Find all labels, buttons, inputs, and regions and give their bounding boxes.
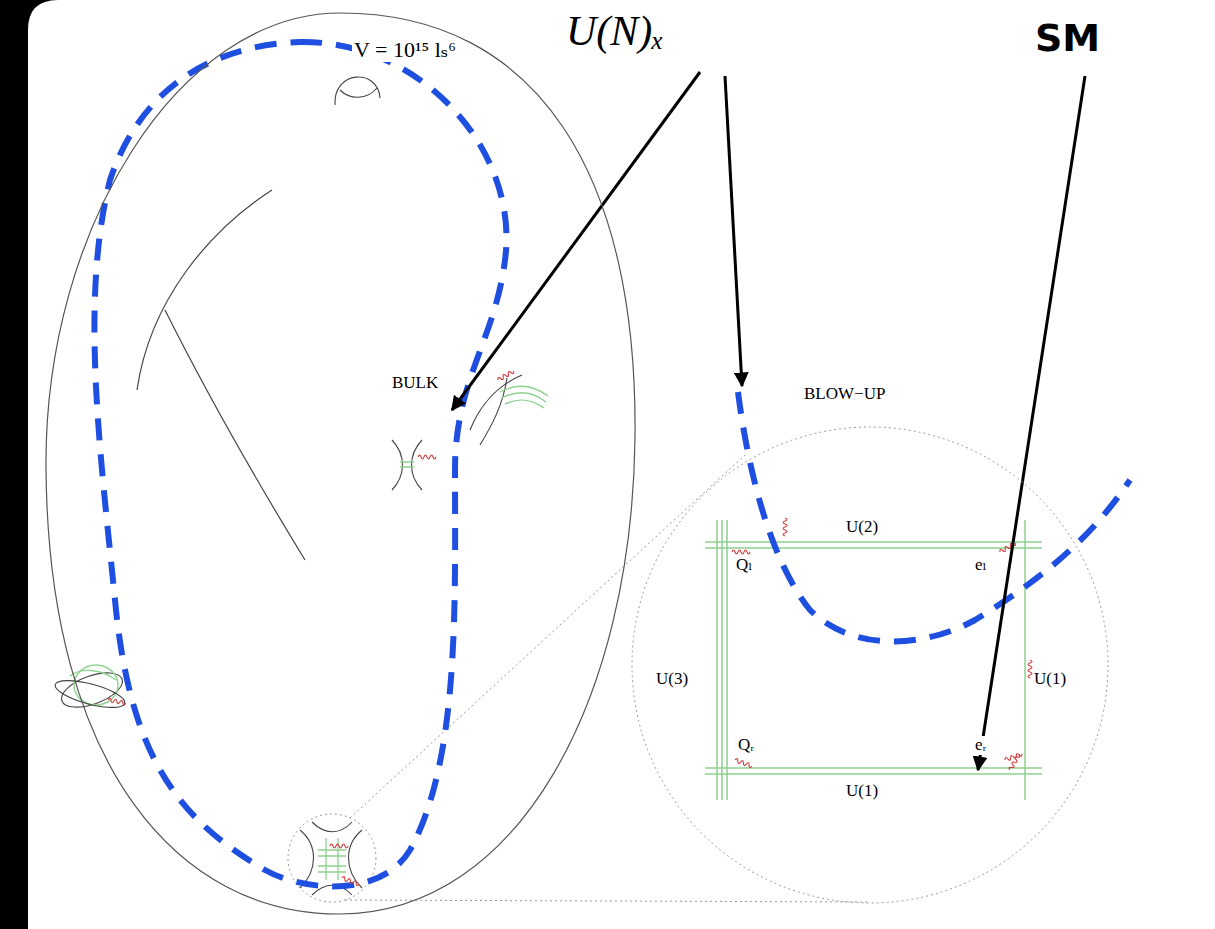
- bulk-curve: [137, 190, 272, 390]
- open-string: [732, 550, 750, 554]
- field-label: eᵣ: [975, 736, 986, 755]
- bulk-curve: [165, 310, 305, 560]
- open-string: [108, 698, 126, 705]
- u3-brane: [717, 520, 727, 800]
- open-string: [497, 369, 515, 381]
- pointer-arrow: [725, 76, 742, 386]
- open-string: [1028, 660, 1032, 678]
- field-label: Qₗ: [736, 556, 752, 575]
- u2-brane: [705, 542, 1042, 548]
- u1-brane: [705, 768, 1042, 774]
- slide-panel: [28, 0, 1215, 929]
- sm-label: SM: [1035, 18, 1100, 60]
- sm-branes: [705, 520, 1042, 800]
- open-string: [1008, 753, 1020, 771]
- open-string: [330, 844, 348, 848]
- blow-up-outline: [632, 427, 1108, 903]
- knot: [53, 675, 128, 713]
- u1-brane: [1024, 520, 1026, 800]
- bulk-label: BULK: [390, 374, 440, 393]
- pointer-arrow: [452, 72, 700, 410]
- open-string: [783, 518, 787, 536]
- knot: [70, 670, 116, 680]
- bulk-space-outline: [40, 8, 640, 920]
- gauge-label: U(3): [656, 670, 688, 689]
- blow-up-circle: BLOW−UP: [630, 425, 1110, 905]
- zoom-line: [345, 900, 870, 902]
- pointer-arrow: [978, 76, 1085, 770]
- open-strings: [108, 369, 1032, 886]
- hidden-brane: [94, 42, 506, 886]
- handle: [335, 77, 380, 105]
- blow-up-circle-outline: [630, 425, 1110, 905]
- brane-intersection: [480, 378, 507, 445]
- hidden-brane: [738, 392, 1130, 641]
- bulk-space: V = 10¹⁵ lₛ⁶ BULK: [40, 8, 640, 920]
- zoom-line: [350, 455, 745, 818]
- gauge-label: U(1): [1034, 670, 1066, 689]
- open-string: [734, 758, 752, 768]
- brane-intersection: [470, 375, 522, 430]
- open-string: [341, 876, 359, 886]
- field-label: eₗ: [975, 556, 987, 575]
- field-label: Qᵣ: [738, 736, 754, 755]
- blow-up-label: BLOW−UP: [802, 385, 887, 404]
- brane-label: U(N)ₓ: [566, 8, 664, 54]
- gauge-label: U(1): [846, 782, 878, 801]
- brane-stack: [500, 386, 548, 408]
- brane-intersection: [392, 440, 403, 490]
- brane-intersection: [412, 440, 423, 490]
- volume-label: V = 10¹⁵ lₛ⁶: [352, 38, 458, 62]
- open-string: [418, 455, 436, 459]
- zoom-circle: [288, 814, 376, 902]
- gauge-label: U(2): [846, 518, 878, 537]
- handle: [340, 88, 377, 97]
- bulk-outline: [46, 13, 635, 914]
- open-string: [400, 462, 414, 467]
